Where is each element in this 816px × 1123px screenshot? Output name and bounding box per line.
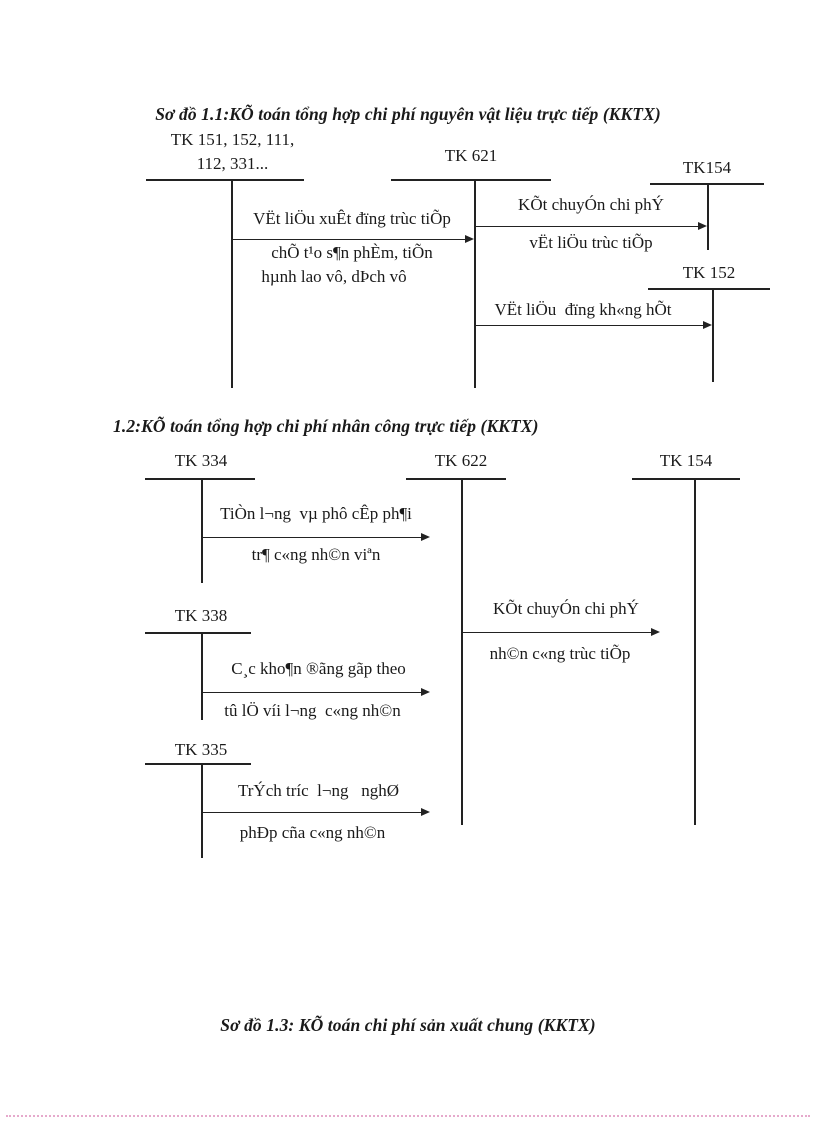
tk-334-topline <box>145 478 255 480</box>
label-salary-below: tr¶ c«ng nh©n viªn <box>251 545 381 564</box>
tk-151-topline <box>146 179 304 181</box>
tk-154-stem <box>707 183 709 250</box>
page-bottom-dotted-line <box>6 1115 810 1117</box>
arrow-621-to-152 <box>474 319 712 331</box>
label-materials-issued-below1: chÕ t¹o s¶n phÈm, tiÕn <box>271 243 433 262</box>
tk-338-header: TK 338 <box>174 606 228 625</box>
tk-621-topline <box>391 179 551 181</box>
arrow-621-to-154 <box>474 220 707 232</box>
tk-621-stem <box>474 179 476 388</box>
tk-152-topline <box>648 288 770 290</box>
tk-152-stem <box>712 288 714 382</box>
label-materials-issued-above: VËt liÖu xuÊt đïng trùc tiÕp <box>253 209 451 228</box>
tk-335-header: TK 335 <box>174 740 228 759</box>
tk-335-topline <box>145 763 251 765</box>
label-unused-materials: VËt liÖu đïng kh«ng hÕt <box>494 300 672 319</box>
label-deduction-below: tû lÖ víi l¬ng c«ng nh©n <box>224 701 401 720</box>
label-accrual-below: phÐp cña c«ng nh©n <box>239 823 386 842</box>
tk-154-header: TK154 <box>682 158 732 177</box>
tk-622-header: TK 622 <box>434 451 488 470</box>
label-transfer-cost-below: vËt liÖu trùc tiÕp <box>529 233 653 252</box>
tk-338-stem <box>201 632 203 720</box>
tk-334-header: TK 334 <box>174 451 228 470</box>
arrow-materials-to-621 <box>231 233 474 245</box>
arrow-338-to-622 <box>201 686 430 698</box>
label-deduction-above: C¸c kho¶n ®ãng gãp theo <box>231 659 406 678</box>
tk-335-stem <box>201 763 203 858</box>
label-salary-above: TiÒn l¬ng vµ phô cÊp ph¶i <box>220 504 412 523</box>
arrow-335-to-622 <box>201 806 430 818</box>
label-materials-issued-below2: hµnh lao vô, dÞch vô <box>261 267 407 286</box>
tk-338-topline <box>145 632 251 634</box>
tk-154-topline-d2 <box>632 478 740 480</box>
arrow-334-to-622 <box>201 531 430 543</box>
tk-334-stem <box>201 478 203 583</box>
tk-621-header: TK 621 <box>444 146 498 165</box>
tk-622-topline <box>406 478 506 480</box>
tk-622-stem <box>461 478 463 825</box>
tk-154-stem-d2 <box>694 478 696 825</box>
tk-154-header-d2: TK 154 <box>659 451 713 470</box>
tk-151-152-111-header-line1: TK 151, 152, 111, <box>170 130 295 149</box>
tk-151-152-111-header-line2: 112, 331... <box>196 154 269 173</box>
arrow-622-to-154 <box>461 626 660 638</box>
label-transfer-labor-below: nh©n c«ng trùc tiÕp <box>489 644 631 663</box>
diagram3-title: Sơ đồ 1.3: KÕ toán chi phí sản xuất chun… <box>220 1015 596 1035</box>
label-transfer-cost-above: KÕt chuyÓn chi phÝ <box>518 195 664 214</box>
tk-151-stem <box>231 179 233 388</box>
tk-152-header: TK 152 <box>682 263 736 282</box>
label-accrual-above: TrÝch tríc l¬ng nghØ <box>237 781 399 800</box>
diagram1-title: Sơ đồ 1.1:KÕ toán tổng hợp chi phí nguyê… <box>155 104 661 124</box>
diagram2-title: 1.2:KÕ toán tổng hợp chi phí nhân công t… <box>113 416 539 436</box>
label-transfer-labor-above: KÕt chuyÓn chi phÝ <box>493 599 639 618</box>
